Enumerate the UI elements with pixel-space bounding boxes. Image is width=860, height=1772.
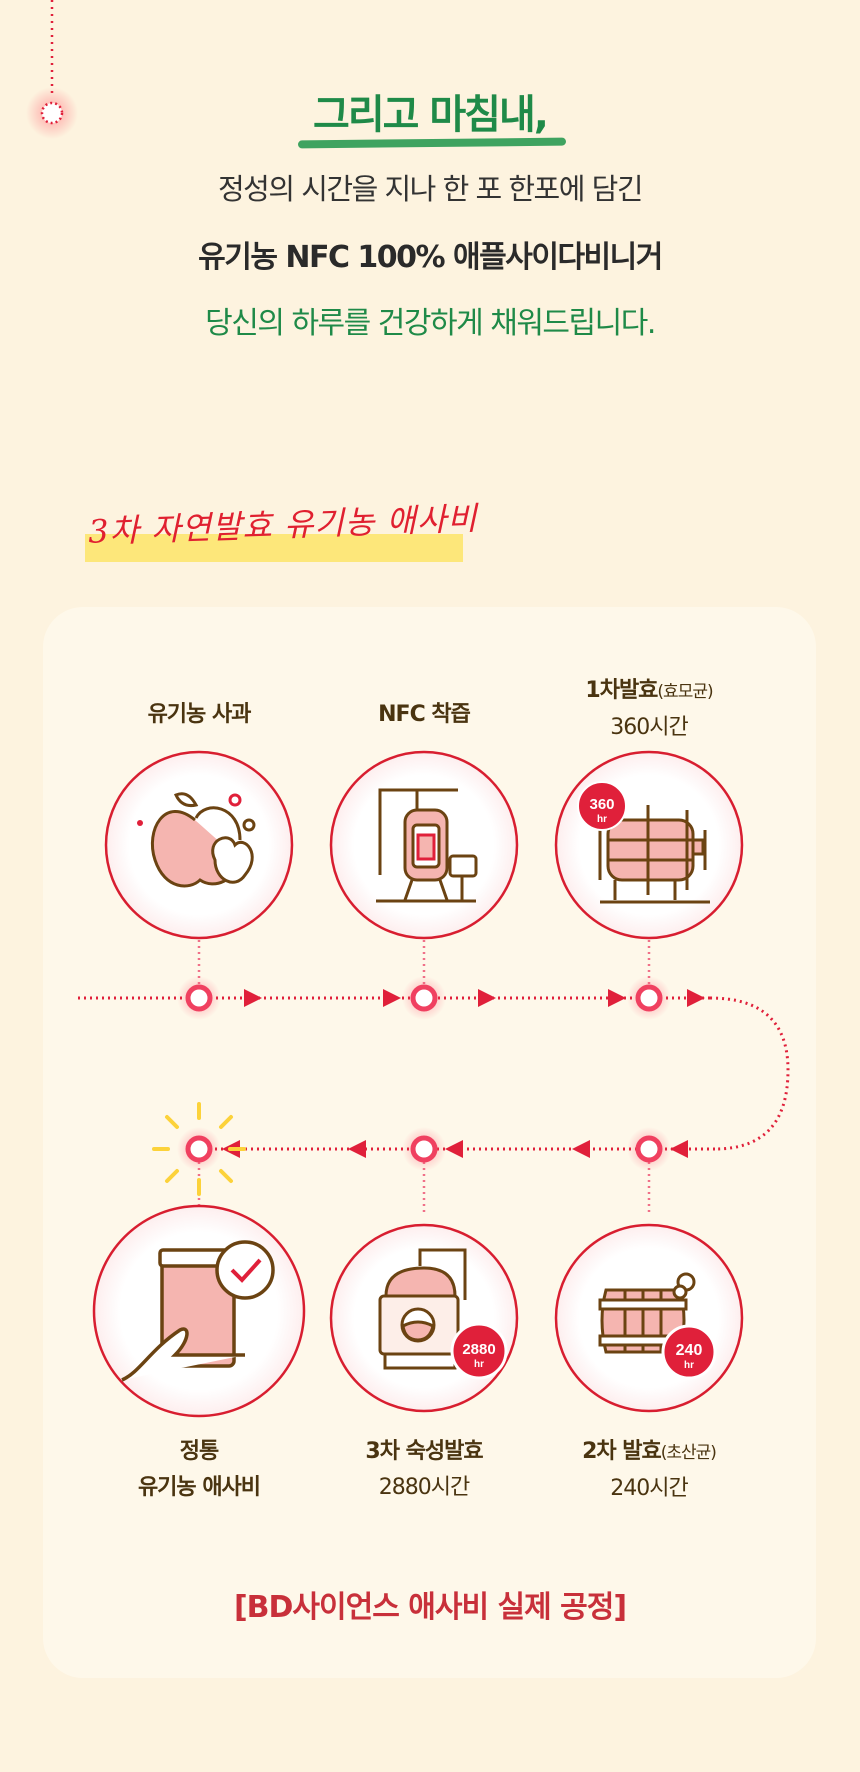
badge-unit: hr (684, 1360, 694, 1371)
intro-heading: 그리고 마침내, (313, 92, 549, 138)
badge-value: 240 (676, 1342, 703, 1359)
step-label-organic-apple: 유기농 사과 (147, 702, 252, 727)
node (627, 976, 671, 1020)
step-label-nfc: NFC 착즙 (378, 702, 471, 727)
arrow-right (687, 989, 705, 1007)
badge-value: 2880 (462, 1341, 495, 1358)
intro-line-2: 유기농 NFC 100% 애플사이다비니거 (198, 240, 663, 275)
arrow-left (445, 1140, 463, 1158)
badge-unit: hr (597, 814, 607, 825)
badge-unit: hr (474, 1359, 484, 1370)
barrel-icon (598, 805, 710, 904)
badge-240 (661, 1324, 717, 1380)
process-footer: [BD사이언스 애사비 실제 공정] (233, 1590, 627, 1625)
badge-value: 360 (589, 796, 614, 813)
apple-icon (137, 792, 256, 888)
arrow-right (383, 989, 401, 1007)
intro-line-3: 당신의 하루를 건강하게 채워드립니다. (205, 306, 656, 341)
badge-360 (577, 781, 627, 831)
badge-2880 (450, 1322, 508, 1380)
arrow-left (670, 1140, 688, 1158)
node (627, 1127, 671, 1171)
sun-rays-icon (152, 1102, 246, 1196)
arrow-right (608, 989, 626, 1007)
label-highlight (85, 534, 463, 562)
juicer-tank-icon (376, 788, 478, 903)
step-label-second-fermentation: 2차 발효(초산균)240시간 (582, 1439, 717, 1501)
top-node (40, 101, 64, 125)
fermentation-tank-icon (378, 1248, 467, 1370)
timeline-nodes (177, 976, 671, 1171)
intro-line-1: 정성의 시간을 지나 한 포 한포에 담긴 (217, 172, 644, 206)
product-check-icon (121, 1240, 275, 1382)
arrow-left (348, 1140, 366, 1158)
node (177, 976, 221, 1020)
step-label-first-fermentation: 1차발효(효모균)360시간 (585, 678, 713, 740)
node (177, 1127, 221, 1171)
node (402, 976, 446, 1020)
arrow-left (572, 1140, 590, 1158)
wooden-barrel-icon (598, 1272, 696, 1354)
timeline-curve (709, 996, 790, 1151)
arrow-right (244, 989, 262, 1007)
node (402, 1127, 446, 1171)
arrow-right (478, 989, 496, 1007)
arrows-right (244, 989, 705, 1007)
